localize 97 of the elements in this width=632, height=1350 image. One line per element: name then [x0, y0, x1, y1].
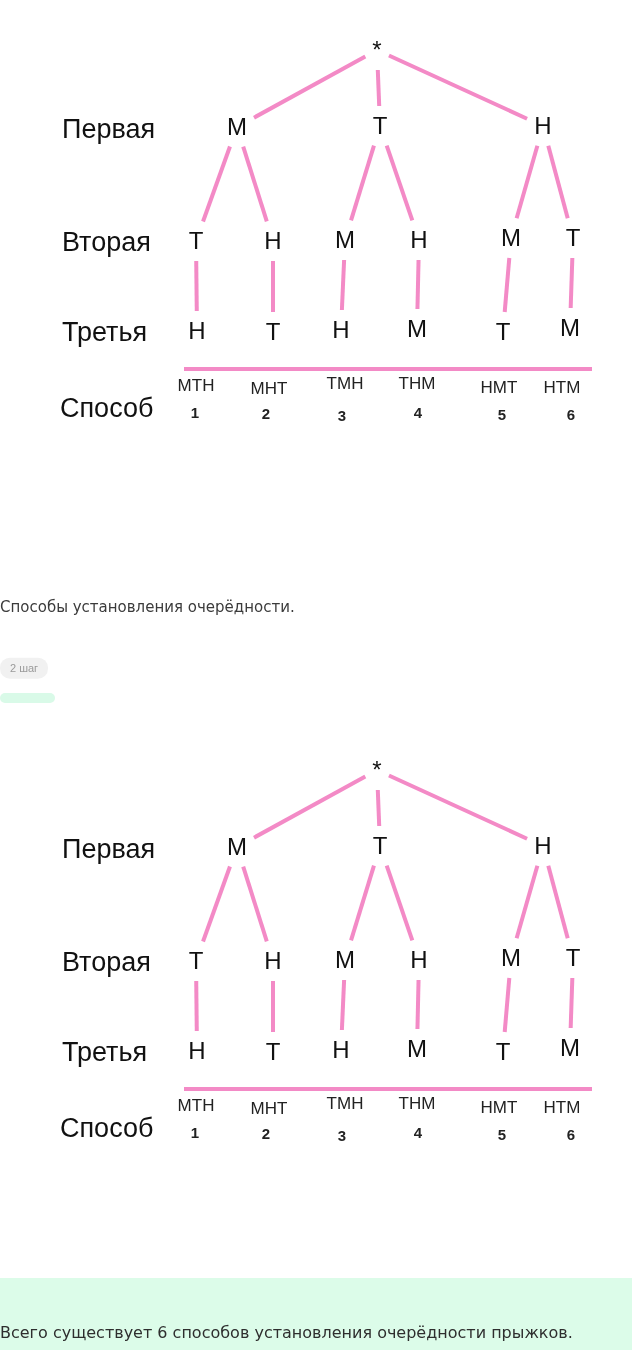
- order-number: 6: [566, 406, 576, 424]
- tree-branch-line: [546, 865, 570, 939]
- tree-branch-line: [349, 865, 376, 941]
- tree-letter: Н: [534, 114, 552, 138]
- tree-letter: М: [501, 226, 521, 250]
- order-code: НМТ: [480, 378, 518, 398]
- order-number: 5: [497, 406, 507, 424]
- tree-letter: М: [501, 946, 521, 970]
- row-label: Вторая: [62, 227, 151, 259]
- tree-letter: Н: [188, 319, 206, 343]
- order-code: ТМН: [326, 1094, 364, 1114]
- tree-branch-line: [568, 977, 575, 1029]
- row-label: Первая: [62, 114, 156, 146]
- order-number: 1: [190, 404, 200, 422]
- row-label: Первая: [62, 834, 156, 866]
- order-code: ТНМ: [398, 1094, 436, 1114]
- order-number: 3: [337, 407, 347, 425]
- tree-branch-line: [514, 145, 540, 219]
- tree-letter: М: [407, 317, 427, 341]
- tree-branch-line: [546, 145, 570, 219]
- tree-letter: Т: [265, 1040, 281, 1064]
- row-label: Вторая: [62, 947, 151, 979]
- root-asterisk: *: [372, 38, 382, 62]
- order-code: МНТ: [250, 1099, 288, 1119]
- tree-branch-line: [253, 774, 367, 840]
- tree-branch-line: [384, 864, 415, 942]
- order-number: 4: [413, 404, 423, 422]
- tree-letter: М: [560, 316, 580, 340]
- tree-branch-line: [194, 980, 199, 1032]
- tree-branch-line: [502, 257, 512, 313]
- tree-letter: Т: [265, 320, 281, 344]
- tree-branch-line: [502, 977, 512, 1033]
- order-number: 6: [566, 1126, 576, 1144]
- order-number: 5: [497, 1126, 507, 1144]
- order-number: 3: [337, 1127, 347, 1145]
- order-code: ТНМ: [398, 374, 436, 394]
- tree-branch-line: [271, 261, 275, 312]
- tree-branch-line: [375, 69, 382, 107]
- order-number: 2: [261, 405, 271, 423]
- order-number: 4: [413, 1124, 423, 1142]
- tree-letter: Н: [264, 949, 282, 973]
- order-code: МТН: [177, 376, 215, 396]
- tree-letter: Т: [565, 226, 581, 250]
- tree-branch-line: [514, 865, 540, 939]
- tree-branch-line: [349, 145, 376, 221]
- tree-branch-line: [201, 145, 232, 223]
- tree-branch-line: [201, 865, 232, 943]
- order-code: МТН: [177, 1096, 215, 1116]
- tree-letter: Т: [495, 320, 511, 344]
- order-code: НТМ: [543, 378, 581, 398]
- tree-branch-line: [375, 789, 382, 827]
- tree-letter: М: [560, 1036, 580, 1060]
- tree-letter: Т: [188, 949, 204, 973]
- tree-branch-line: [388, 53, 528, 121]
- tree-letter: М: [227, 115, 247, 139]
- tree-branch-line: [253, 54, 367, 120]
- tree-letter: Т: [495, 1040, 511, 1064]
- tree-letter: М: [407, 1037, 427, 1061]
- tree-letter: Н: [264, 229, 282, 253]
- tree-branch-line: [415, 259, 421, 310]
- tree-branch-line: [241, 866, 269, 942]
- tree-letter: Т: [565, 946, 581, 970]
- tree-letter: М: [227, 835, 247, 859]
- order-code: МНТ: [250, 379, 288, 399]
- tree-letter: Т: [188, 229, 204, 253]
- tree-letter: Н: [188, 1039, 206, 1063]
- tree-branch-line: [384, 144, 415, 222]
- tree-branch-line: [339, 979, 347, 1031]
- order-code: НМТ: [480, 1098, 518, 1118]
- row-label: Способ: [60, 1113, 154, 1145]
- tree-branch-line: [241, 146, 269, 222]
- tree-letter: М: [335, 948, 355, 972]
- order-code: НТМ: [543, 1098, 581, 1118]
- root-asterisk: *: [372, 758, 382, 782]
- tree-branch-line: [388, 773, 528, 841]
- tree-letter: Н: [332, 1038, 350, 1062]
- tree-letter: Н: [534, 834, 552, 858]
- tree-branch-line: [415, 979, 421, 1030]
- order-number: 2: [261, 1125, 271, 1143]
- tree-branch-line: [271, 981, 275, 1032]
- summary-text: Всего существует 6 способов установления очерёдности прыжков.: [0, 1323, 573, 1343]
- figure-caption: Способы установления очерёдности.: [0, 599, 295, 617]
- row-label: Способ: [60, 393, 154, 425]
- tree-letter: Н: [410, 948, 428, 972]
- tree-letter: Н: [410, 228, 428, 252]
- tree-branch-line: [339, 259, 347, 311]
- tree-branch-line: [194, 260, 199, 312]
- step-tag: 2 шаг: [0, 657, 49, 679]
- row-label: Третья: [62, 1037, 148, 1069]
- tree-branch-line: [568, 257, 575, 309]
- tree-letter: М: [335, 228, 355, 252]
- order-number: 1: [190, 1124, 200, 1142]
- order-code: ТМН: [326, 374, 364, 394]
- row-label: Третья: [62, 317, 148, 349]
- tree-letter: Т: [372, 834, 388, 858]
- tree-letter: Т: [372, 114, 388, 138]
- tree-letter: Н: [332, 318, 350, 342]
